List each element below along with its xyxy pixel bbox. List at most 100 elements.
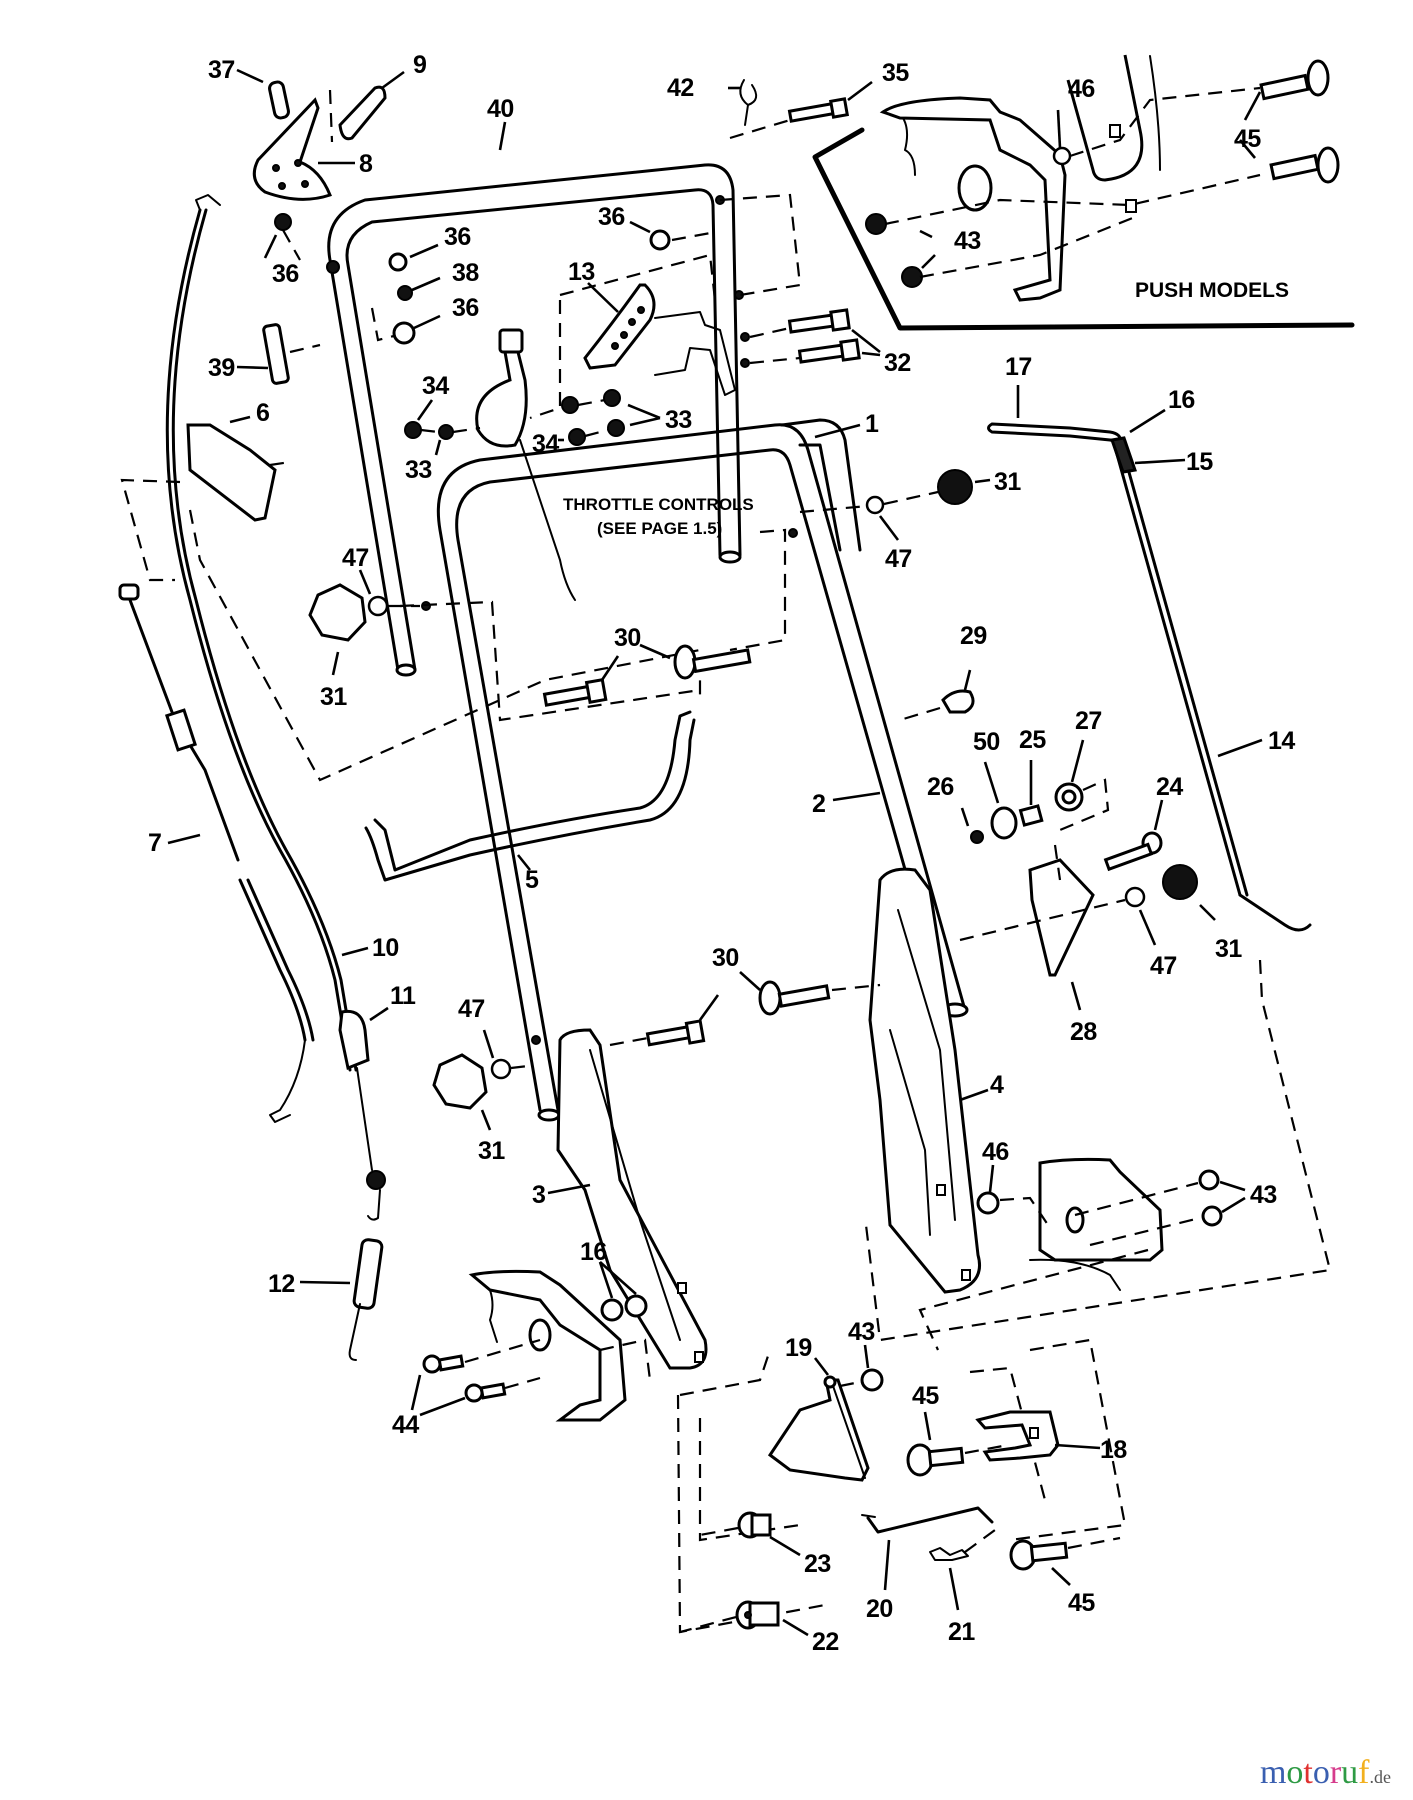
callout-39: 39 xyxy=(208,354,235,382)
callout-47: 47 xyxy=(342,544,369,572)
latch-rod-5: 5 2 xyxy=(364,710,881,894)
bolts-30-lower: 30 xyxy=(609,944,881,1047)
callout-27: 27 xyxy=(1075,707,1102,735)
watermark-letter: f xyxy=(1358,1754,1370,1791)
inset-nut-43a xyxy=(865,213,887,235)
callout-29: 29 xyxy=(960,622,987,650)
bracket-28 xyxy=(1028,858,1095,977)
callout-33: 33 xyxy=(405,456,432,484)
callout-42: 42 xyxy=(667,74,694,102)
callout-46: 46 xyxy=(1068,75,1095,103)
callout-22: 22 xyxy=(812,1628,839,1656)
callout-23: 23 xyxy=(804,1550,831,1578)
callout-18: 18 xyxy=(1100,1436,1127,1464)
nut-34a xyxy=(561,396,579,414)
latch-8 xyxy=(252,97,332,201)
callout-15: 15 xyxy=(1186,448,1213,476)
inset-bolt-45b xyxy=(1269,146,1340,184)
callout-8: 8 xyxy=(359,150,373,178)
callout-36: 36 xyxy=(272,260,299,288)
upper-handle-40 xyxy=(326,163,750,677)
knob-31-left: 47 31 xyxy=(308,544,420,711)
washer-33a xyxy=(603,389,621,407)
callout-4: 4 xyxy=(990,1071,1004,1099)
cover-9 xyxy=(338,85,387,141)
cover-39 xyxy=(262,323,290,385)
callout-31: 31 xyxy=(478,1137,505,1165)
spring-12: 12 xyxy=(268,1189,384,1361)
callout-26: 26 xyxy=(927,773,954,801)
watermark-letter: o xyxy=(1312,1754,1330,1791)
callout-36: 36 xyxy=(452,294,479,322)
callout-30: 30 xyxy=(614,624,641,652)
lower-handle-2 xyxy=(421,418,969,1122)
bushing-36-top xyxy=(649,229,671,251)
washer-33b xyxy=(607,419,625,437)
callout-6: 6 xyxy=(256,399,269,427)
watermark-letter: t xyxy=(1303,1754,1313,1791)
callout-45: 45 xyxy=(912,1382,939,1410)
throttle-controls-page-ref: (SEE PAGE 1.5) xyxy=(597,519,722,538)
nut-34b xyxy=(568,428,586,446)
bracket-19 xyxy=(767,1378,870,1482)
callout-1: 1 xyxy=(865,410,879,438)
callout-5: 5 xyxy=(525,866,539,894)
inset-wheel-bracket xyxy=(879,96,1067,302)
bracket-3: 3 xyxy=(532,1028,708,1370)
callout-16: 16 xyxy=(580,1238,607,1266)
throttle-controls-note: THROTTLE CONTROLS xyxy=(563,495,754,514)
callout-32: 32 xyxy=(884,349,911,377)
top-fasteners: 42 35 36 32 xyxy=(598,59,911,377)
callout-31: 31 xyxy=(320,683,347,711)
control-rod: 17 16 15 14 xyxy=(987,353,1312,932)
callout-25: 25 xyxy=(1019,726,1046,754)
wheel-height-parts: 29 26 50 25 27 24 47 31 28 xyxy=(899,622,1243,1046)
callout-33: 33 xyxy=(665,406,692,434)
callout-19: 19 xyxy=(785,1334,812,1362)
inset-nut-43b xyxy=(901,266,923,288)
callout-34: 34 xyxy=(532,430,559,458)
callout-13: 13 xyxy=(568,258,595,286)
lower-right-wheel-bracket: 46 43 xyxy=(976,1138,1277,1291)
clip-21 xyxy=(929,1547,969,1561)
watermark-letter: o xyxy=(1286,1754,1304,1791)
inset-bearing-hole xyxy=(957,164,993,212)
lower-left-wheel-bracket: 16 44 xyxy=(392,1238,652,1439)
callout-10: 10 xyxy=(372,934,399,962)
watermark-suffix: .de xyxy=(1369,1767,1392,1787)
watermark-letter: m xyxy=(1259,1754,1287,1791)
callout-43: 43 xyxy=(848,1318,875,1346)
callout-16: 16 xyxy=(1168,386,1195,414)
rod-20 xyxy=(866,1506,994,1534)
callout-31: 31 xyxy=(1215,935,1242,963)
callout-24: 24 xyxy=(1156,773,1183,801)
throttle-bracket-13: 13 33 34 xyxy=(529,253,736,458)
callout-34: 34 xyxy=(422,372,449,400)
callout-7: 7 xyxy=(148,829,161,857)
clip-29 xyxy=(941,689,975,714)
callout-35: 35 xyxy=(882,59,909,87)
bolt-35 xyxy=(787,97,850,123)
watermark-letter: r xyxy=(1329,1754,1342,1791)
throttle-control: 34 33 xyxy=(404,328,576,601)
knob-31-lower-left: 47 31 xyxy=(432,995,529,1165)
callout-43: 43 xyxy=(1250,1181,1277,1209)
bushings-36-38: 36 38 36 xyxy=(370,223,480,345)
push-models-label: PUSH MODELS xyxy=(1135,279,1289,302)
callout-45: 45 xyxy=(1068,1589,1095,1617)
callout-45: 45 xyxy=(1234,125,1261,153)
drive-linkage: 19 43 45 18 20 21 45 23 22 xyxy=(676,1318,1128,1656)
bracket-4: 4 xyxy=(868,867,1005,1294)
callout-12: 12 xyxy=(268,1270,295,1298)
watermark-letter: u xyxy=(1341,1754,1359,1791)
callout-28: 28 xyxy=(1070,1018,1097,1046)
bolts-32 xyxy=(787,308,861,364)
callout-38: 38 xyxy=(452,259,479,287)
latch-parts: 37 9 8 36 xyxy=(208,51,427,288)
pin-37 xyxy=(268,80,290,120)
callout-17: 17 xyxy=(1005,353,1032,381)
bushing-36-latch xyxy=(274,213,292,231)
bolts-30-upper: 30 xyxy=(399,528,787,722)
callout-46: 46 xyxy=(982,1138,1009,1166)
